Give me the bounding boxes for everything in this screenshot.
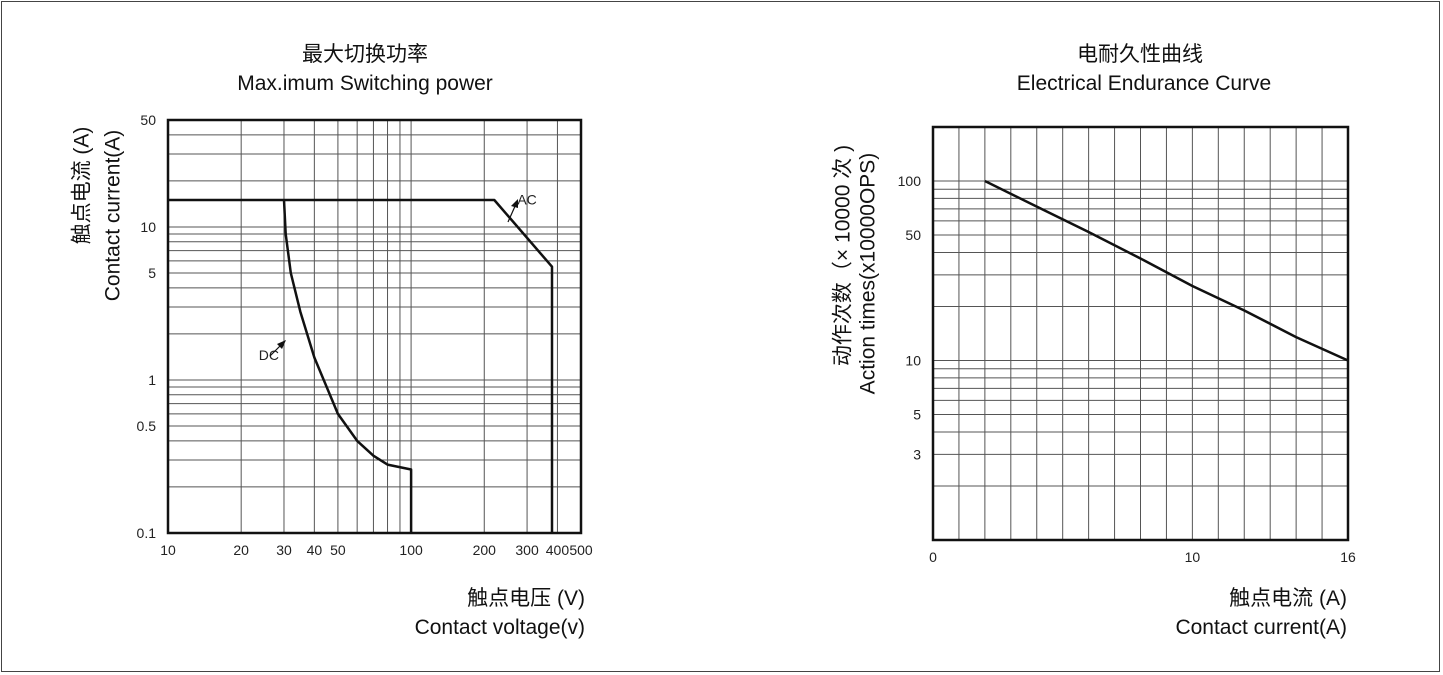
- right-y-tick-label: 5: [913, 407, 921, 423]
- left-x-tick-label: 400: [546, 542, 570, 558]
- right-chart-xlabel-cn: 触点电流 (A): [1229, 587, 1347, 610]
- left-annotation-dc: DC: [259, 347, 279, 363]
- left-plot-frame: [166, 118, 583, 535]
- right-chart-title-en: Electrical Endurance Curve: [1016, 72, 1272, 95]
- right-chart-title-cn: 电耐久性曲线: [1077, 43, 1203, 66]
- left-x-tick-label: 500: [569, 542, 593, 558]
- right-series-endurance-line: [984, 179, 1349, 362]
- left-dc-pointer-head: [277, 340, 286, 349]
- left-y-tick-label: 0.5: [137, 418, 157, 434]
- left-y-tick-label: 5: [148, 265, 156, 281]
- left-x-tick-label: 200: [473, 542, 497, 558]
- left-x-tick-label: 30: [276, 542, 292, 558]
- right-x-tick-label: 16: [1340, 549, 1356, 565]
- right-x-tick-label: 0: [929, 549, 937, 565]
- left-x-tick-label: 10: [160, 542, 176, 558]
- left-chart-title-cn: 最大切换功率: [302, 43, 428, 66]
- right-x-tick-label: 10: [1185, 549, 1201, 565]
- right-y-tick-label: 3: [913, 446, 921, 462]
- right-chart-xlabel-en: Contact current(A): [1175, 616, 1347, 639]
- right-y-tick-label: 10: [905, 353, 921, 369]
- right-y-tick-label: 100: [898, 173, 922, 189]
- left-annotation-ac: AC: [517, 192, 536, 208]
- left-chart-xlabel-en: Contact voltage(v): [414, 616, 585, 639]
- left-x-tick-label: 300: [515, 542, 539, 558]
- left-y-tick-label: 50: [140, 112, 156, 128]
- left-x-tick-label: 20: [233, 542, 249, 558]
- left-y-tick-label: 10: [140, 219, 156, 235]
- left-ac-pointer-head: [511, 199, 518, 208]
- left-chart-xlabel-cn: 触点电压 (V): [467, 587, 585, 610]
- left-x-tick-label: 100: [399, 542, 423, 558]
- left-y-tick-label: 0.1: [137, 525, 157, 541]
- left-series-dc-line: [282, 199, 413, 533]
- left-chart-title-en: Max.imum Switching power: [237, 72, 493, 95]
- right-plot-frame: [931, 125, 1350, 542]
- left-x-tick-label: 40: [307, 542, 323, 558]
- left-y-tick-label: 1: [148, 372, 156, 388]
- right-y-tick-label: 50: [905, 227, 921, 243]
- left-x-tick-label: 50: [330, 542, 346, 558]
- left-series-ac-line: [168, 198, 554, 533]
